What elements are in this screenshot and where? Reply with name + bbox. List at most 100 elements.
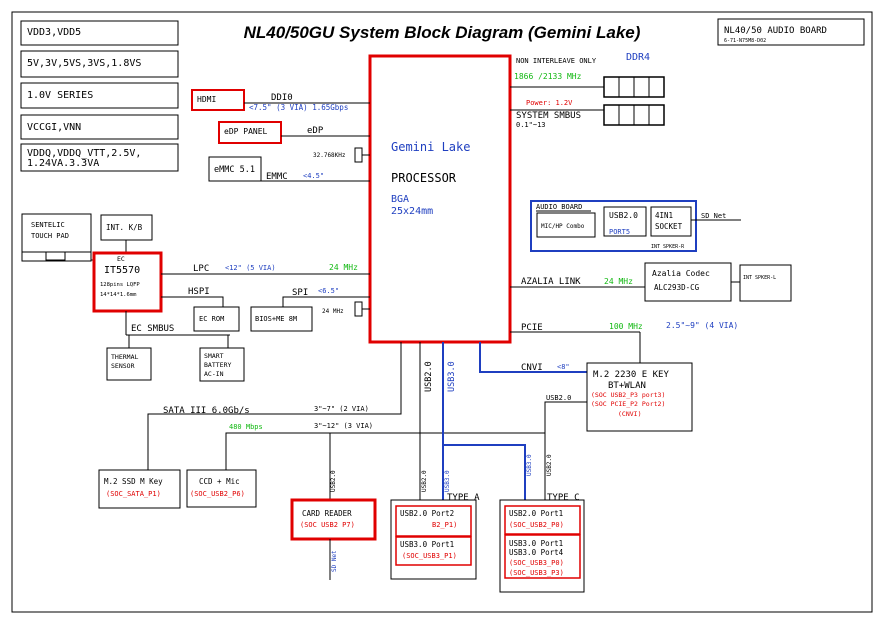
emmc-label: eMMC 5.1	[214, 165, 255, 175]
rtc-crystal	[354, 147, 363, 163]
azalia-link-label: AZALIA LINK	[521, 277, 581, 287]
pcie-freq: 100 MHz	[609, 322, 643, 331]
type-c-line3: USB3.0 Port1	[509, 539, 563, 548]
processor-package: BGA	[391, 194, 409, 205]
keyboard-label: INT. K/B	[106, 223, 143, 232]
type-c-usb2-vertical: USB2.0	[546, 454, 553, 476]
ec-prefix: EC	[117, 255, 125, 263]
type-c-line2: (SOC_USB2_P0)	[509, 521, 564, 529]
type-c-line1: USB2.0 Port1	[509, 509, 563, 518]
type-c-usb2-box	[504, 505, 581, 535]
touchpad-line2: TOUCH PAD	[31, 232, 69, 240]
type-a-line4: (SOC_USB3_P1)	[402, 552, 457, 560]
m2-ssd-box	[98, 469, 181, 509]
int-speaker-l-box	[739, 264, 792, 302]
card-reader-usb2: USB2.0	[330, 470, 337, 492]
type-c-line4: USB3.0 Port4	[509, 548, 564, 557]
sata-line	[147, 342, 402, 470]
type-c-usb3-vertical: USB3.0	[526, 454, 533, 476]
type-a-usb3-box	[395, 536, 472, 566]
hspi-label: HSPI	[188, 287, 210, 297]
m2-ssd-line1: M.2 SSD M Key	[104, 477, 163, 486]
sd-net-label: SD Net	[701, 212, 726, 220]
type-c-line6: (SOC_USB3_P3)	[509, 569, 564, 577]
spi-spec: <6.5"	[318, 287, 339, 295]
usb-bus-spec: 3"~12" (3 VIA)	[314, 422, 373, 430]
ddr-interleave: NON INTERLEAVE ONLY	[516, 57, 597, 65]
spi-label: SPI	[292, 288, 308, 298]
ddr-smbus: SYSTEM SMBUS	[516, 111, 581, 121]
hdmi-label: HDMI	[197, 95, 216, 104]
m2-ssd-line2: (SOC_SATA_P1)	[106, 490, 161, 498]
bios-label: BIOS+ME 8M	[255, 315, 297, 323]
spi-line	[282, 296, 370, 307]
thermal-line2: SENSOR	[111, 362, 135, 370]
azalia-freq: 24 MHz	[604, 277, 633, 286]
audio-board-title: AUDIO BOARD	[536, 203, 582, 211]
usb-bus-freq: 480 Mbps	[229, 423, 263, 431]
ccd-line2: (SOC_USB2_P6)	[190, 490, 245, 498]
thermal-line1: THERMAL	[111, 353, 138, 361]
ec-rom-box	[193, 306, 240, 332]
diagram-title: NL40/50GU System Block Diagram (Gemini L…	[244, 23, 641, 42]
rail-vddq: VDDQ,VDDQ_VTT,2.5V,	[27, 148, 141, 159]
power-rails: VDD3,VDD5 5V,3V,5VS,3VS,1.8VS 1.0V SERIE…	[20, 20, 179, 172]
m2-ekey-line2: BT+WLAN	[608, 381, 646, 391]
bios-freq: 24 MHz	[322, 308, 344, 315]
card-reader-sd: SD Net	[331, 550, 338, 572]
type-c-usb3-box	[504, 534, 581, 579]
emmc-box	[208, 156, 262, 182]
thermal-sensor-box	[106, 347, 152, 381]
pcie-label: PCIE	[521, 323, 543, 333]
audio-int-speaker-r: INT SPKER-R	[651, 244, 685, 250]
board-box-line1: NL40/50 AUDIO BOARD	[724, 26, 827, 36]
processor-label: PROCESSOR	[391, 171, 457, 185]
ddr-chips-bottom	[603, 104, 665, 126]
sata-spec: 3"~7" (2 VIA)	[314, 405, 369, 413]
ddr-power: Power: 1.2V	[526, 99, 573, 107]
mic-hp-label: MIC/HP Combo	[541, 223, 585, 230]
touchpad-line1: SENTELIC	[31, 221, 65, 229]
rail-vccgi: VCCGI,VNN	[27, 122, 81, 133]
emmc-bus: EMMC	[266, 172, 288, 182]
bios-box	[250, 306, 313, 332]
edp-bus: eDP	[307, 126, 324, 136]
type-c-title: TYPE C	[547, 493, 580, 503]
emmc-spec: <4.5"	[303, 172, 324, 180]
rail-1v0: 1.0V SERIES	[27, 90, 93, 101]
lpc-freq: 24 MHz	[329, 263, 358, 272]
cnvi-label: CNVI	[521, 363, 543, 373]
lpc-spec: <12" (5 VIA)	[225, 264, 276, 272]
cnvi-line	[479, 342, 587, 373]
cnvi-spec: <8"	[557, 363, 570, 371]
card-socket-box	[650, 206, 692, 237]
ddr-speed: 1866 /2133 MHz	[514, 72, 582, 81]
ccd-line1: CCD + Mic	[199, 477, 240, 486]
rail-1v24: 1.24VA.3.3VA	[27, 158, 99, 169]
azalia-codec-part: ALC293D-CG	[654, 283, 700, 292]
type-c-line5: (SOC_USB3_P0)	[509, 559, 564, 567]
type-a-line2: B2_P1)	[432, 521, 457, 529]
m2-ekey-usb2: USB2.0	[546, 394, 571, 402]
ddr-chips-top	[603, 76, 665, 98]
usb-port5-label: PORT5	[609, 228, 630, 236]
usb-port5-type: USB2.0	[609, 211, 638, 220]
type-c-box	[499, 499, 585, 593]
hdmi-spec: <7.5" (3 VIA) 1.65Gbps	[249, 103, 348, 112]
hspi-line	[161, 296, 224, 307]
bus-usb2-vertical: USB2.0	[424, 361, 434, 392]
card-reader-line2: (SOC USB2 P7)	[300, 521, 355, 529]
pcie-spec: 2.5"~9" (4 VIA)	[666, 321, 738, 330]
board-box	[717, 18, 865, 46]
ec-block	[92, 251, 163, 313]
rail-5v-3v: 5V,3V,5VS,3VS,1.8VS	[27, 58, 141, 69]
usb-port5-box	[603, 206, 647, 237]
edp-box	[218, 121, 282, 144]
hdmi-bus: DDI0	[271, 93, 293, 103]
type-a-title: TYPE A	[447, 493, 480, 503]
ccd-mic-box	[186, 469, 257, 508]
azalia-codec-label: Azalia Codec	[652, 269, 710, 278]
ec-pkg1: 128pins LQFP	[100, 282, 140, 288]
type-a-usb2-vertical: USB2.0	[421, 470, 428, 492]
m2-ekey-line1: M.2 2230 E KEY	[593, 370, 669, 380]
